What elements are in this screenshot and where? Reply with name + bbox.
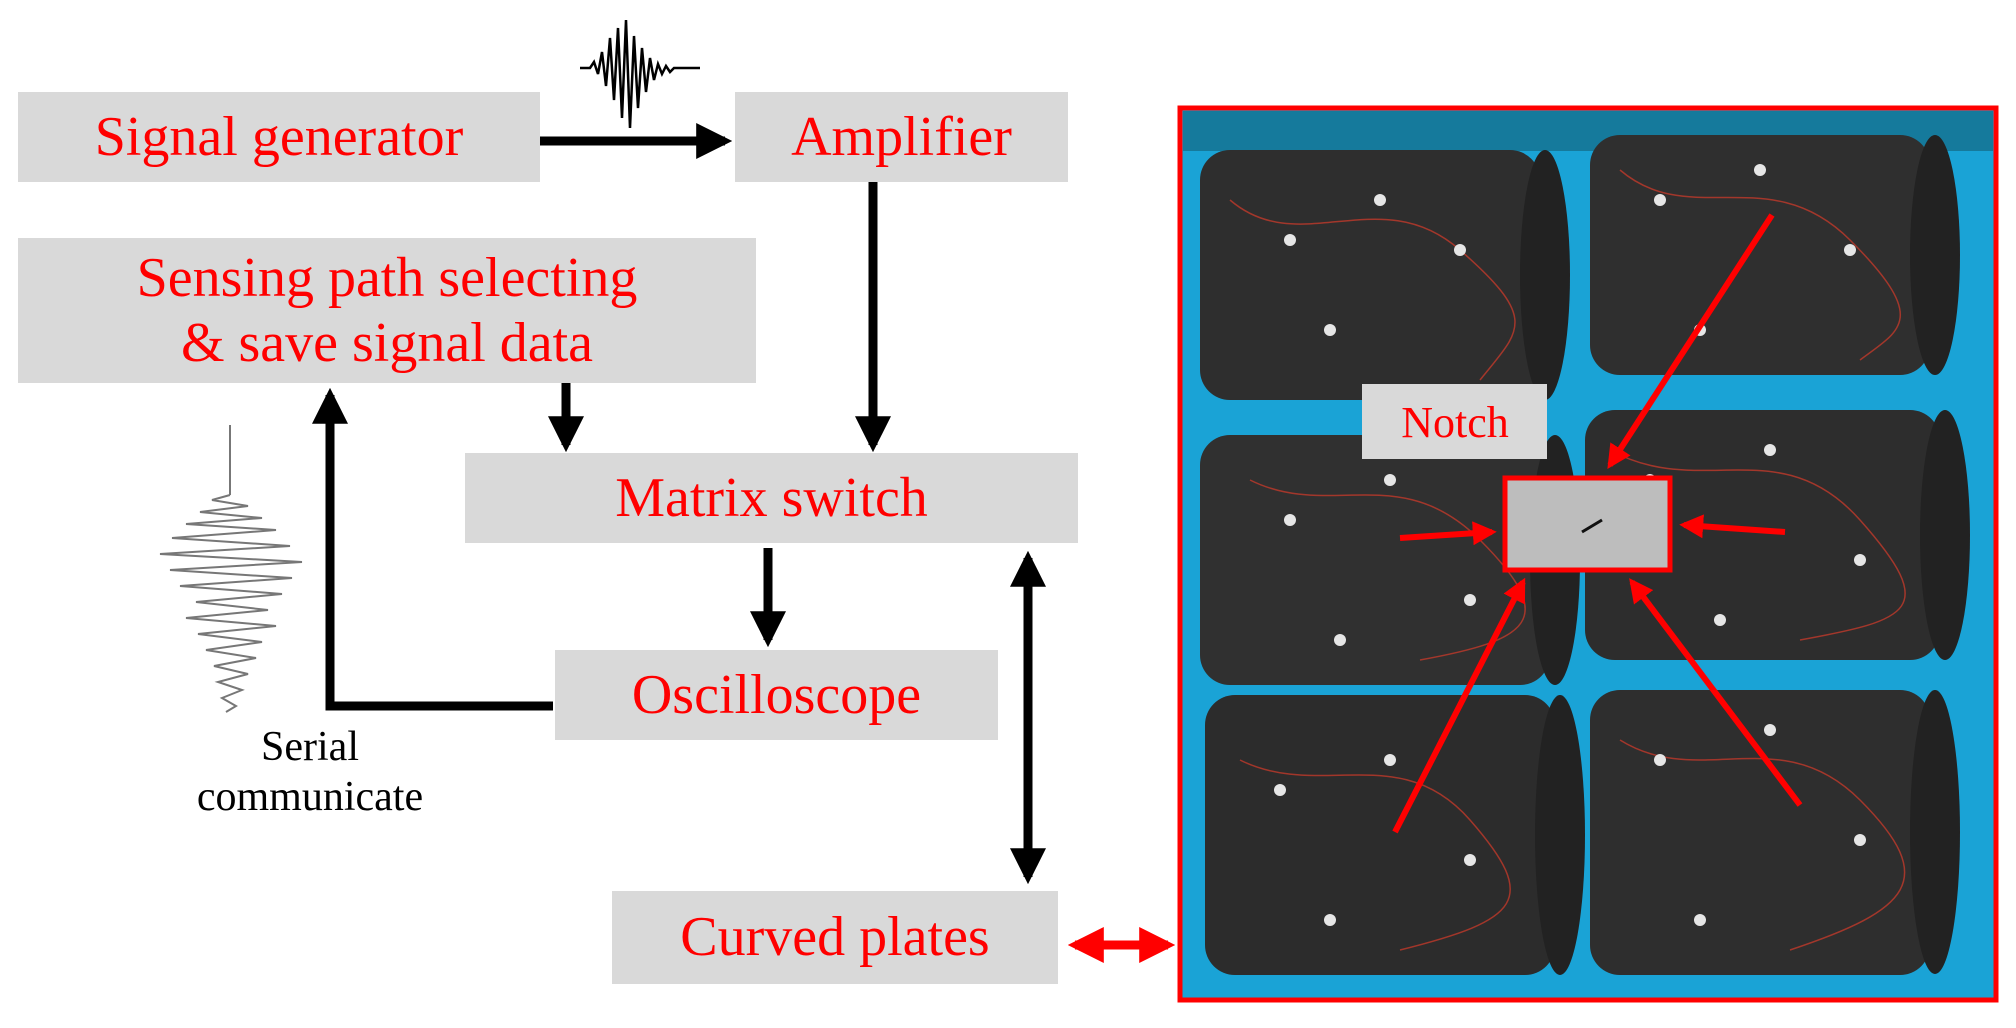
- matrix-switch-label: Matrix switch: [615, 466, 928, 529]
- received-waveform: [159, 425, 303, 713]
- excitation-waveform: [580, 19, 700, 129]
- cylinder-specimen-4: [1590, 135, 1960, 375]
- cylinder-specimen-5: [1585, 410, 1970, 660]
- signal-generator-label: Signal generator: [94, 105, 464, 168]
- sensing-path-box: Sensing path selecting & save signal dat…: [18, 238, 756, 383]
- matrix-switch-box: Matrix switch: [465, 453, 1078, 543]
- notch-pointer-arrows: [1392, 213, 1803, 834]
- serial-label-line1: Serial: [261, 724, 359, 770]
- cylinder-specimen-6: [1590, 690, 1960, 975]
- cylinder-specimen-1: [1200, 150, 1570, 400]
- cylinders-group: [1200, 135, 1970, 975]
- curved-plates-box: Curved plates: [612, 891, 1058, 984]
- amplifier-label: Amplifier: [791, 105, 1012, 168]
- notch-mark: [1581, 518, 1603, 534]
- serial-label-line2: communicate: [196, 774, 424, 821]
- notch-zoom-inset: [1502, 475, 1673, 573]
- amplifier-box: Amplifier: [735, 92, 1068, 182]
- curved-plates-label: Curved plates: [680, 906, 990, 969]
- sensor-dots: [1274, 164, 1866, 926]
- notch-label-bg: [1362, 384, 1547, 459]
- oscilloscope-label: Oscilloscope: [631, 663, 922, 726]
- signal-generator-box: Signal generator: [18, 92, 540, 182]
- sensing-path-label-line2: & save signal data: [180, 311, 594, 374]
- sensing-path-label-line1: Sensing path selecting: [136, 247, 638, 310]
- notch-label: Notch: [1401, 398, 1509, 447]
- arrow-oscilloscope-to-sensing: [312, 387, 553, 711]
- oscilloscope-box: Oscilloscope: [555, 650, 998, 740]
- serial-communicate-label: Serial communicate: [160, 722, 460, 823]
- cylinder-specimen-3: [1205, 695, 1585, 975]
